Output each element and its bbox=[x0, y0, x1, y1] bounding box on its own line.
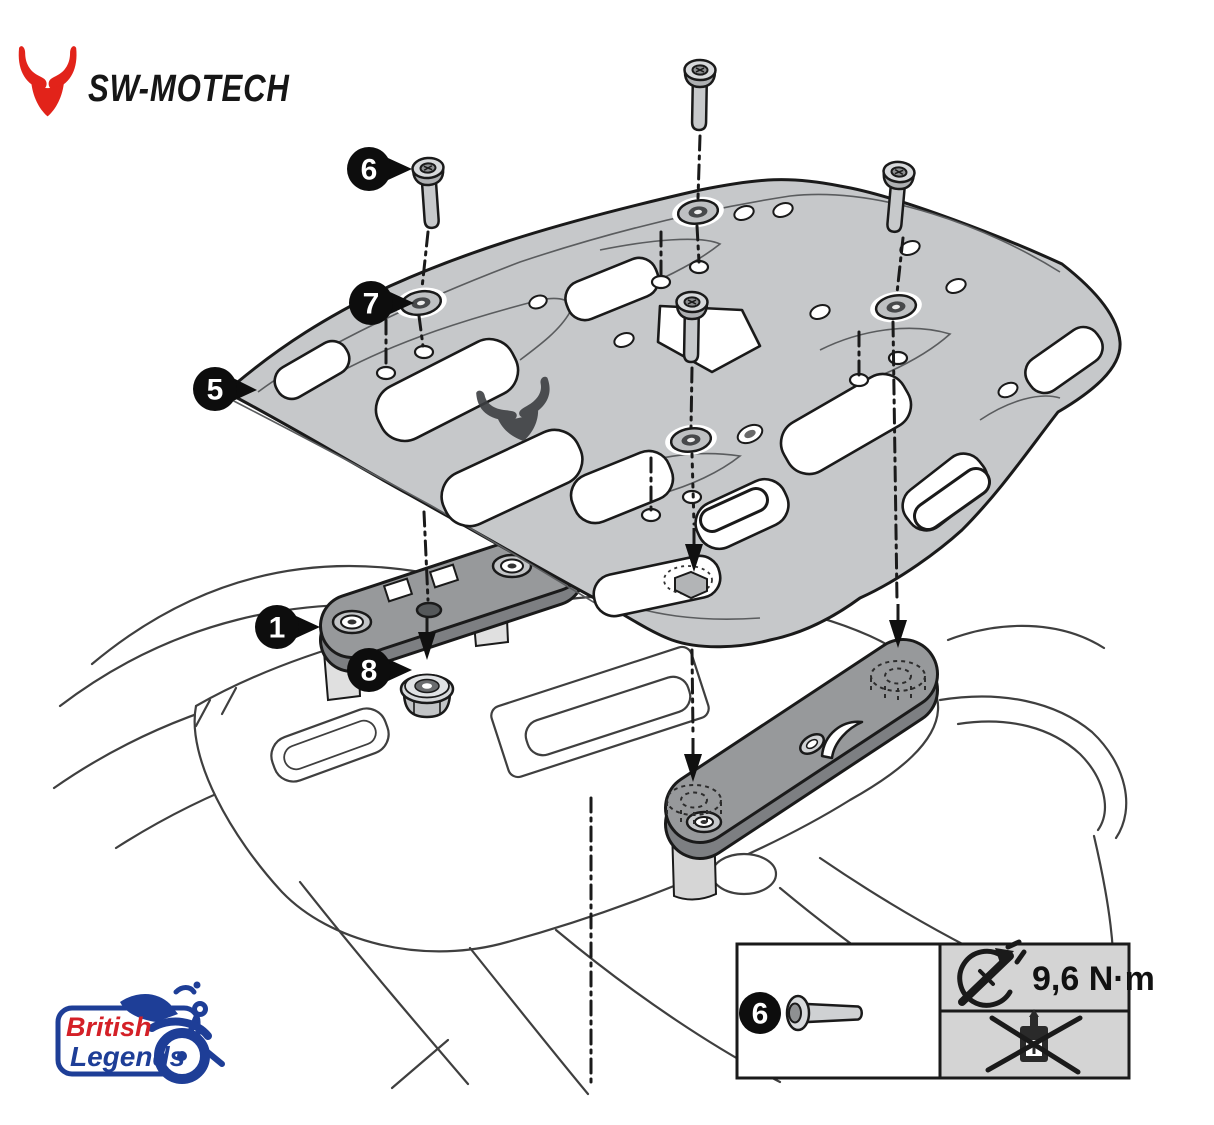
brand-wordmark: SW-MOTECH bbox=[88, 68, 290, 110]
tail-line bbox=[468, 946, 590, 1096]
no-threadlocker-icon bbox=[985, 1009, 1083, 1075]
cutout bbox=[569, 449, 675, 525]
adapter-bracket-right bbox=[664, 638, 939, 860]
adventure-rack-plate bbox=[224, 178, 1122, 649]
callout-5: 5 bbox=[193, 367, 257, 411]
callout-6-number: 6 bbox=[361, 154, 378, 187]
front-notch bbox=[194, 686, 238, 728]
bracket-oval-hole bbox=[799, 732, 825, 756]
legend-screw-drawing bbox=[785, 994, 863, 1032]
oem-rack-pad bbox=[490, 645, 710, 779]
legend-item-number: 6 bbox=[752, 998, 769, 1031]
handle-slot-left bbox=[273, 339, 351, 401]
grab-handle-inner bbox=[956, 720, 1106, 832]
legend-callout-6: 6 bbox=[739, 992, 781, 1034]
axis-dashdot bbox=[689, 366, 694, 430]
bracket-notch bbox=[382, 577, 414, 603]
motorcycle-silhouette-icon bbox=[120, 981, 225, 1084]
callout-1-number: 1 bbox=[269, 612, 286, 645]
legend-box: 6 9,6 N·m bbox=[735, 939, 1155, 1080]
axis-dashdot bbox=[420, 230, 430, 290]
frame-tube bbox=[710, 852, 778, 896]
tubes-through-cutouts bbox=[699, 467, 991, 533]
bracket-bushing bbox=[685, 810, 723, 834]
axis-dashdot bbox=[895, 236, 905, 295]
handle-slot-right bbox=[1024, 325, 1104, 395]
screw-6 bbox=[410, 155, 449, 231]
grab-handle bbox=[938, 695, 1128, 840]
bracket-bushing bbox=[331, 609, 373, 635]
british-legends-logo: British Legends bbox=[55, 981, 225, 1084]
cutout bbox=[440, 428, 584, 528]
tail-line bbox=[390, 1038, 450, 1090]
axis-dashdot bbox=[695, 224, 701, 264]
sw-motech-bull-icon bbox=[18, 46, 77, 117]
legend-torque-value: 9,6 N·m bbox=[1032, 960, 1155, 998]
cutout bbox=[592, 554, 722, 618]
sw-motech-logo: SW-MOTECH bbox=[18, 46, 290, 117]
assembly-axes bbox=[384, 134, 905, 736]
axis-dashdot bbox=[690, 648, 695, 736]
axis-dashdot bbox=[417, 314, 425, 348]
flange-nut-8 bbox=[397, 673, 457, 719]
bracket-notch bbox=[428, 563, 460, 589]
callout-1: 1 bbox=[255, 605, 320, 649]
plate-small-holes bbox=[528, 201, 1019, 445]
cutout bbox=[374, 337, 520, 443]
cutout bbox=[779, 372, 913, 476]
axis-dotted bbox=[690, 452, 696, 526]
callout-5-number: 5 bbox=[207, 374, 224, 407]
axis-dashdot bbox=[891, 320, 899, 602]
callout-8: 8 bbox=[347, 648, 412, 692]
tail-line bbox=[298, 880, 470, 1086]
bl-line1: British bbox=[66, 1012, 152, 1042]
bl-line2: Legends bbox=[70, 1041, 185, 1072]
oem-rack-slot-inner bbox=[283, 719, 377, 771]
screw-top-center bbox=[682, 58, 717, 132]
callout-6: 6 bbox=[347, 147, 412, 191]
callout-7: 7 bbox=[349, 281, 414, 325]
plate-bolt-holes bbox=[375, 259, 909, 523]
callout-8-number: 8 bbox=[361, 655, 378, 688]
oem-rack-pad-slot bbox=[524, 675, 692, 757]
cutout bbox=[564, 256, 660, 322]
bracket-bolt-hole bbox=[415, 601, 443, 619]
grab-handle bbox=[946, 624, 1106, 650]
captive-hex-nut bbox=[663, 565, 713, 600]
oem-rack-slot bbox=[270, 707, 390, 783]
bracket-bushing bbox=[491, 553, 533, 579]
tail-cowl-curve bbox=[90, 564, 422, 666]
torque-wrench-icon bbox=[957, 939, 1027, 1008]
axis-dashdot bbox=[696, 134, 702, 200]
callout-7-number: 7 bbox=[363, 288, 380, 321]
bracket-crescent-slot bbox=[820, 720, 864, 760]
axis-dashdot bbox=[422, 510, 430, 602]
adapter-bracket-left bbox=[319, 527, 585, 673]
